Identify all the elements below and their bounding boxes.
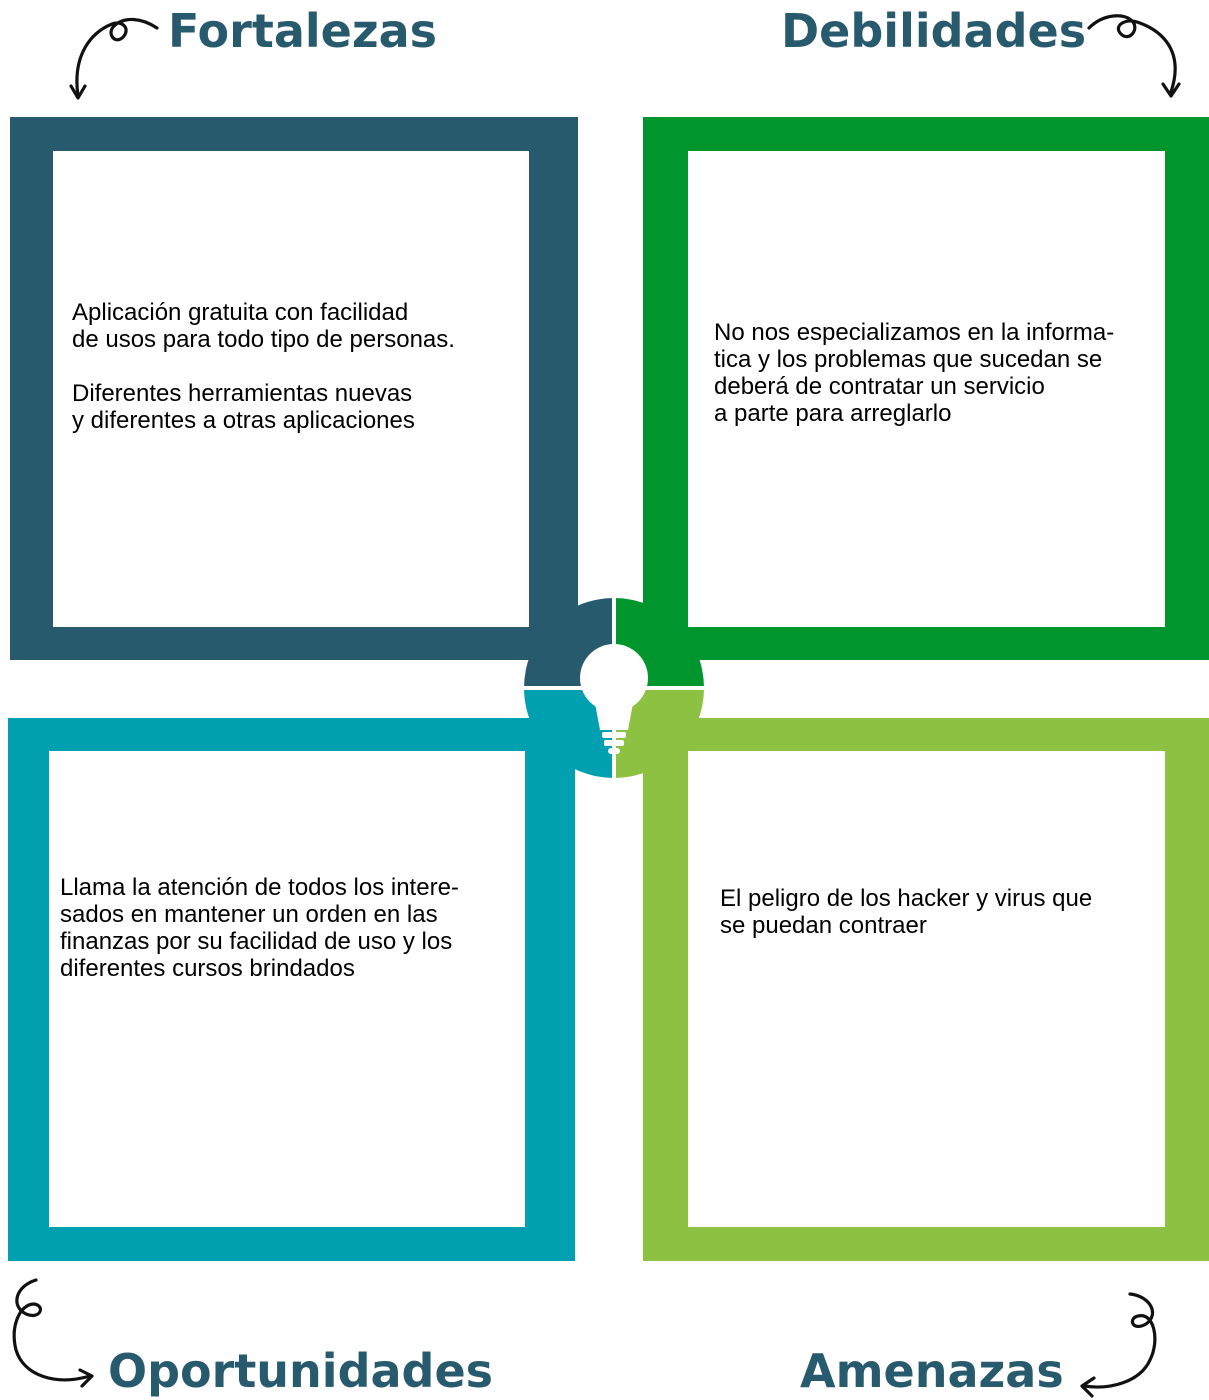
oportunidades-panel: [49, 751, 525, 1227]
debilidades-arrow-icon: [1087, 14, 1181, 98]
oportunidades-arrow-icon: [12, 1278, 94, 1388]
lightbulb-icon: [580, 644, 648, 754]
fortalezas-arrow-icon: [69, 17, 159, 100]
amenazas-arrow-icon: [1080, 1292, 1157, 1398]
oportunidades-text: Llama la atención de todos los intere- s…: [60, 874, 459, 982]
debilidades-panel: [688, 151, 1165, 627]
amenazas-title: Amenazas: [800, 1344, 1064, 1398]
amenazas-text: El peligro de los hacker y virus que se …: [720, 885, 1093, 939]
debilidades-text: No nos especializamos en la informa- tic…: [714, 319, 1115, 427]
fortalezas-title: Fortalezas: [168, 4, 438, 58]
amenazas-panel: [688, 751, 1165, 1227]
fortalezas-panel: [53, 151, 529, 627]
debilidades-title: Debilidades: [781, 4, 1087, 58]
center-hub: [524, 598, 704, 778]
oportunidades-title: Oportunidades: [108, 1344, 494, 1398]
fortalezas-text: Aplicación gratuita con facilidad de uso…: [72, 299, 455, 434]
